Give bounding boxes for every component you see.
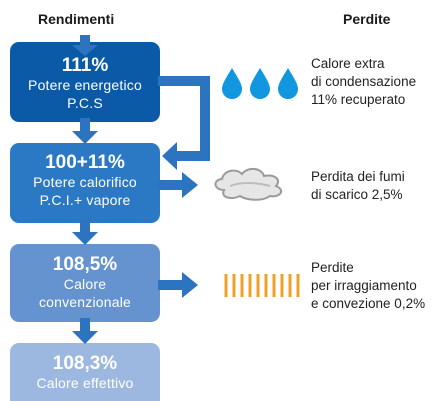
arrow-right-icon [158, 272, 198, 298]
stage-label: Calore effettivo [36, 375, 134, 391]
loss-note-line: Perdita dei fumi [311, 169, 405, 184]
recovery-arrow-icon [158, 76, 210, 170]
water-drops-icon [222, 68, 298, 99]
stage-label: Calore [63, 276, 107, 292]
arrow-down-icon [72, 118, 98, 144]
stage-label: Potere energetico [28, 77, 142, 93]
loss-note-radiation: Perdite per irraggiamento e convezione 0… [311, 259, 425, 313]
stage-box-effettivo: 108,3% Calore effettivo [10, 343, 160, 401]
loss-note-line: per irraggiamento [311, 278, 417, 293]
arrow-down-icon [72, 35, 98, 56]
arrow-down-icon [72, 318, 98, 344]
stage-label: P.C.I.+ vapore [39, 192, 131, 208]
stage-label: Potere calorifico [33, 174, 137, 190]
loss-note-condensation: Calore extra di condensazione 11% recupe… [311, 55, 416, 109]
loss-note-line: di condensazione [311, 74, 417, 89]
stage-box-convenzionale: 108,5% Calore convenzionale [10, 244, 160, 322]
stage-value: 108,5% [52, 254, 118, 275]
loss-note-line: Perdite [311, 260, 354, 275]
stage-value: 100+11% [45, 152, 125, 173]
loss-note-line: e convezione 0,2% [311, 296, 426, 311]
stage-value: 111% [61, 55, 109, 76]
header-rendimenti: Rendimenti [38, 11, 115, 27]
stage-box-pci: 100+11% Potere calorifico P.C.I.+ vapore [10, 143, 160, 223]
arrow-right-icon [158, 172, 198, 198]
loss-note-line: Calore extra [311, 56, 385, 71]
stage-label: P.C.S [67, 95, 103, 111]
arrow-down-icon [72, 219, 98, 245]
stage-label: convenzionale [38, 294, 132, 310]
smoke-cloud-icon [214, 168, 283, 201]
loss-note-line: di scarico 2,5% [311, 187, 403, 202]
stage-value: 108,3% [52, 353, 118, 374]
loss-note-line: 11% recuperato [311, 92, 406, 107]
heat-radiation-icon [224, 274, 300, 297]
header-perdite: Perdite [343, 11, 391, 27]
loss-note-flue: Perdita dei fumi di scarico 2,5% [311, 168, 405, 204]
